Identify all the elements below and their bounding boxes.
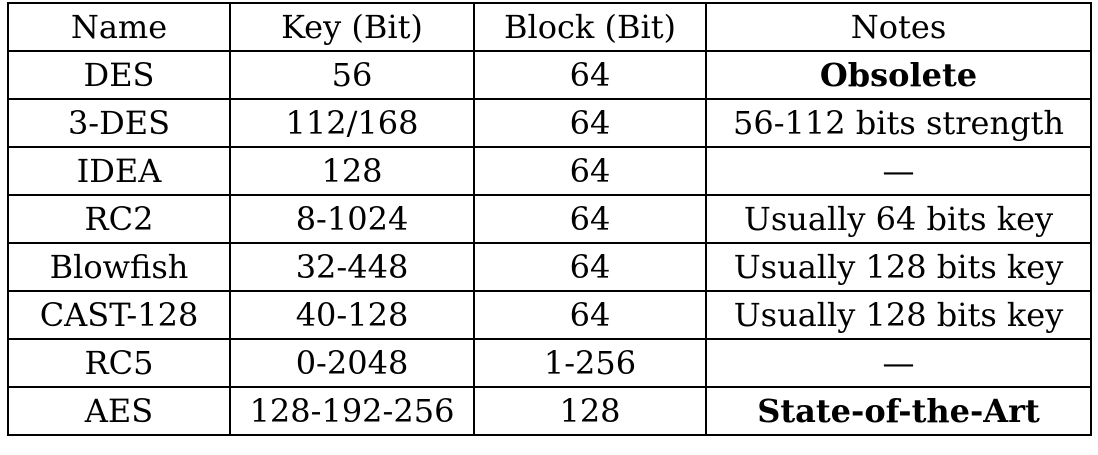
cell-key: 32-448 — [229, 242, 475, 292]
table-row: RC5 0-2048 1-256 — — [7, 338, 1092, 388]
table-row: Blowfish 32-448 64 Usually 128 bits key — [7, 242, 1092, 292]
cell-block: 64 — [473, 194, 707, 244]
cipher-comparison-table: Name Key (Bit) Block (Bit) Notes DES 56 … — [7, 2, 1092, 436]
table-row: 3-DES 112/168 64 56-112 bits strength — [7, 98, 1092, 148]
cell-block: 64 — [473, 50, 707, 100]
header-block-bits: Block (Bit) — [473, 2, 707, 52]
cell-notes: Usually 128 bits key — [705, 242, 1092, 292]
header-name: Name — [7, 2, 231, 52]
table-body: DES 56 64 Obsolete 3-DES 112/168 64 56-1… — [7, 50, 1092, 436]
cell-name: DES — [7, 50, 231, 100]
cell-notes: State-of-the-Art — [705, 386, 1092, 436]
cell-block: 64 — [473, 242, 707, 292]
table-row: CAST-128 40-128 64 Usually 128 bits key — [7, 290, 1092, 340]
cell-key: 8-1024 — [229, 194, 475, 244]
cell-name: RC5 — [7, 338, 231, 388]
cell-notes: — — [705, 146, 1092, 196]
cell-name: CAST-128 — [7, 290, 231, 340]
cell-name: Blowfish — [7, 242, 231, 292]
cell-notes: Usually 128 bits key — [705, 290, 1092, 340]
cell-notes: Obsolete — [705, 50, 1092, 100]
header-key-bits: Key (Bit) — [229, 2, 475, 52]
table-row: DES 56 64 Obsolete — [7, 50, 1092, 100]
cell-key: 40-128 — [229, 290, 475, 340]
cell-block: 64 — [473, 146, 707, 196]
cell-block: 1-256 — [473, 338, 707, 388]
cell-block: 64 — [473, 98, 707, 148]
cell-key: 128 — [229, 146, 475, 196]
table-row: RC2 8-1024 64 Usually 64 bits key — [7, 194, 1092, 244]
cell-notes: 56-112 bits strength — [705, 98, 1092, 148]
cell-key: 128-192-256 — [229, 386, 475, 436]
cell-key: 56 — [229, 50, 475, 100]
cell-name: RC2 — [7, 194, 231, 244]
cell-key: 112/168 — [229, 98, 475, 148]
table-header: Name Key (Bit) Block (Bit) Notes — [7, 2, 1092, 52]
table-row: IDEA 128 64 — — [7, 146, 1092, 196]
table-row: AES 128-192-256 128 State-of-the-Art — [7, 386, 1092, 436]
cell-name: IDEA — [7, 146, 231, 196]
cell-name: 3-DES — [7, 98, 231, 148]
cell-block: 64 — [473, 290, 707, 340]
cell-key: 0-2048 — [229, 338, 475, 388]
header-notes: Notes — [705, 2, 1092, 52]
cell-notes: Usually 64 bits key — [705, 194, 1092, 244]
cell-block: 128 — [473, 386, 707, 436]
header-row: Name Key (Bit) Block (Bit) Notes — [7, 2, 1092, 52]
cell-notes: — — [705, 338, 1092, 388]
cell-name: AES — [7, 386, 231, 436]
